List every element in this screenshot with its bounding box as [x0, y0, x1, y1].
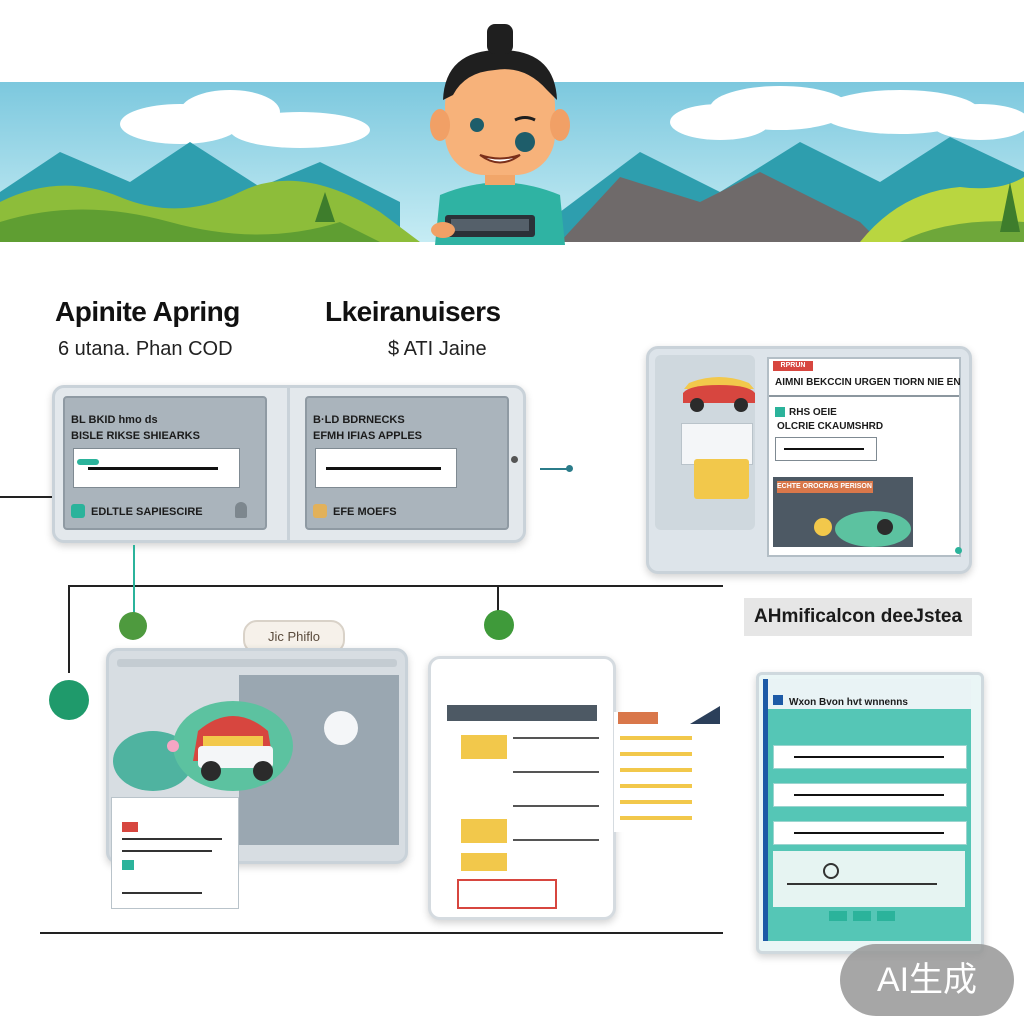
top-card-window: BL BKID hmo ds BISLE RIKSE SHIEARKS EDLT… — [52, 385, 526, 543]
teal-input-2[interactable] — [773, 783, 967, 807]
right-inner-panel: RPRUN AIMNI BEKCCIN URGEN TIORN NIE EN R… — [767, 357, 961, 557]
panel1-input[interactable] — [73, 448, 240, 488]
lock-icon — [235, 502, 247, 518]
yellow-box-icon — [694, 459, 749, 499]
panel1-check-icon[interactable] — [71, 504, 85, 518]
flow-line-mid — [497, 585, 499, 613]
bottom-right-title: Wxon Bvon hvt wnnenns — [789, 697, 908, 708]
right-window: RPRUN AIMNI BEKCCIN URGEN TIORN NIE EN R… — [646, 346, 972, 574]
right-input[interactable] — [775, 437, 877, 461]
node-mid[interactable] — [484, 610, 514, 640]
flow-line-left — [68, 585, 70, 673]
panel2-line2: EFMH IFIAS APPLES — [313, 430, 422, 442]
bottom-left-window — [106, 648, 408, 909]
middle-block-1 — [461, 735, 507, 759]
flow-line-top — [68, 585, 723, 587]
right-row1: RHS OEIE — [789, 407, 837, 418]
right-banner-text: ECHTE OROCRAS PERISON — [777, 481, 873, 493]
right-tag: RPRUN — [773, 361, 813, 371]
right-check-icon[interactable] — [775, 407, 785, 417]
character-illustration — [430, 24, 570, 245]
panel1-footer: EDLTLE SAPIESCIRE — [91, 506, 203, 518]
teal-input-3[interactable] — [773, 821, 967, 845]
teal-input-1[interactable] — [773, 745, 967, 769]
car-cloud-illustration — [113, 701, 293, 791]
middle-header-bar — [447, 705, 597, 721]
car-icon — [683, 377, 755, 412]
panel1-line2: BISLE RIKSE SHIEARKS — [71, 430, 200, 442]
connector-right — [540, 468, 568, 470]
side-doc — [614, 712, 696, 832]
panel2-folder-icon[interactable] — [313, 504, 327, 518]
card-panel-2: B·LD BDRNECKS EFMH IFIAS APPLES EFE MOEF… — [305, 396, 509, 530]
circle-icon — [324, 711, 358, 745]
middle-block-3 — [461, 853, 507, 871]
node-start[interactable] — [49, 680, 89, 720]
bottom-right-header — [763, 679, 971, 709]
flow-line-bottom — [40, 932, 723, 934]
panel2-line1: B·LD BDRNECKS — [313, 414, 405, 426]
connector-left — [0, 496, 52, 498]
left-subtitle: 6 utana. Phan COD — [58, 338, 233, 360]
right-row2: OLCRIE CKAUMSHRD — [777, 421, 884, 432]
right-window-note — [681, 423, 753, 465]
right-subtitle: $ ATI Jaine — [388, 338, 487, 360]
panel2-input[interactable] — [315, 448, 457, 488]
doc-card — [111, 797, 239, 909]
left-title: Apinite Apring — [55, 296, 240, 327]
right-dark-panel: ECHTE OROCRAS PERISON — [773, 477, 913, 547]
window-icon — [773, 695, 783, 705]
right-title: Lkeiranuisers — [325, 296, 501, 327]
bottom-right-window: Wxon Bvon hvt wnnenns — [756, 672, 984, 954]
ai-watermark: AI生成 — [840, 944, 1014, 1016]
connector-dot — [566, 465, 573, 472]
middle-red-frame — [457, 879, 557, 909]
cloud-car-icon — [814, 511, 911, 547]
right-window-dot — [955, 547, 962, 554]
section-label: AHmificalcon deeJstea — [744, 598, 973, 636]
bottom-middle-window — [428, 656, 616, 920]
middle-block-2 — [461, 819, 507, 843]
panel2-footer: EFE MOEFS — [333, 506, 397, 518]
panel1-line1: BL BKID hmo ds — [71, 414, 158, 426]
right-title-text: AIMNI BEKCCIN URGEN TIORN NIE EN — [775, 377, 961, 388]
flag-icon — [690, 706, 720, 724]
card-handle-dot — [511, 456, 518, 463]
node-left[interactable] — [119, 612, 147, 640]
card-panel-1: BL BKID hmo ds BISLE RIKSE SHIEARKS EDLT… — [63, 396, 267, 530]
teal-panel — [773, 851, 965, 907]
flow-line-down — [133, 545, 135, 613]
